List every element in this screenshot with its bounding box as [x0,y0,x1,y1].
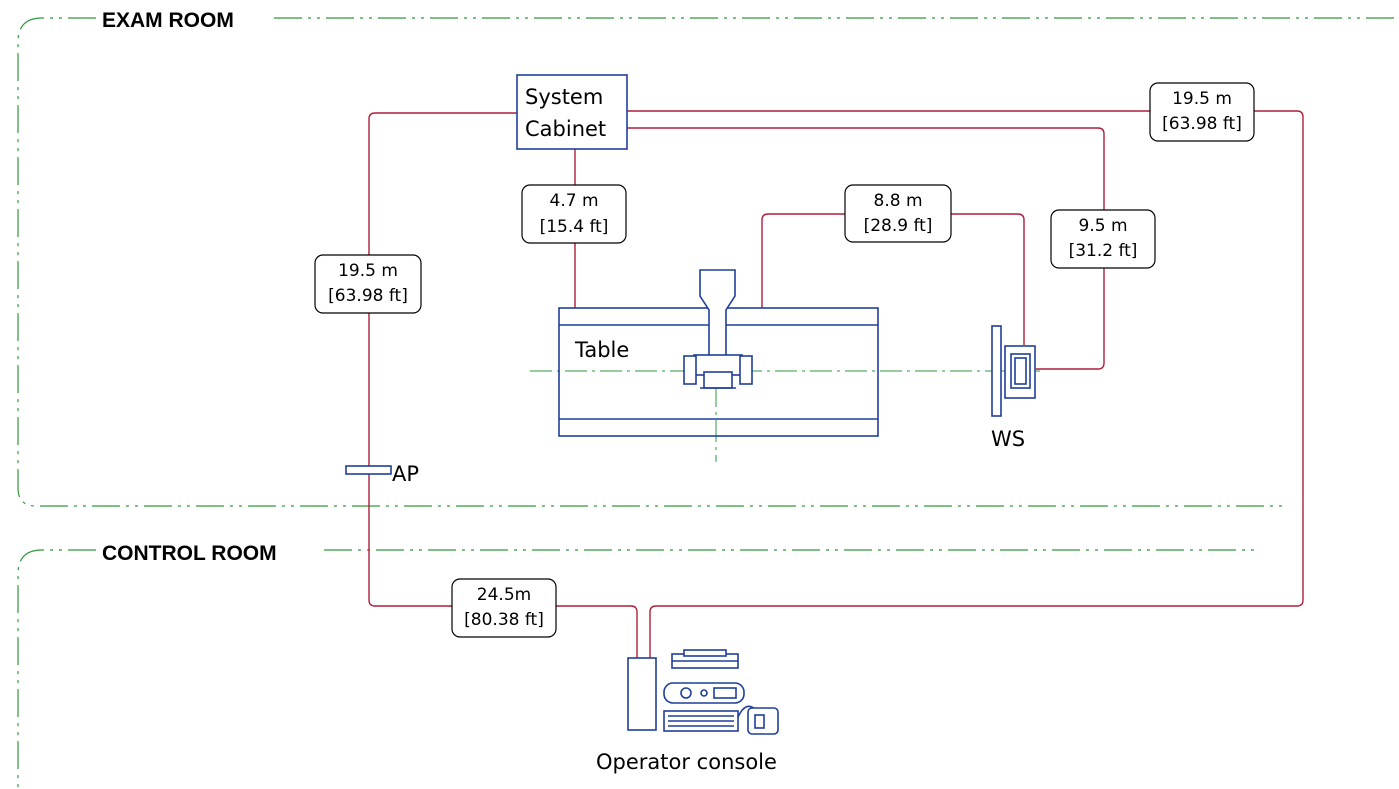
svg-text:[63.98 ft]: [63.98 ft] [328,286,408,306]
control-room-boundary [17,549,1260,789]
svg-text:[80.38 ft]: [80.38 ft] [464,610,544,630]
svg-text:24.5m: 24.5m [477,585,531,605]
control-panel-icon [663,682,745,704]
operator-console: Operator console [596,649,779,774]
svg-text:[63.98 ft]: [63.98 ft] [1162,114,1242,134]
svg-text:[28.9 ft]: [28.9 ft] [864,216,933,236]
svg-text:8.8 m: 8.8 m [874,191,923,211]
svg-text:19.5 m: 19.5 m [1172,89,1232,109]
cable-tag-cabinet-to-console: 19.5 m [63.98 ft] [1149,82,1255,142]
wall-stand-label: WS [991,427,1025,451]
cable-tag-cabinet-to-table: 4.7 m [15.4 ft] [521,184,627,244]
svg-text:4.7 m: 4.7 m [550,191,599,211]
svg-text:19.5 m: 19.5 m [338,261,398,281]
svg-text:9.5 m: 9.5 m [1079,216,1128,236]
access-point-label: AP [392,462,419,486]
svg-text:[31.2 ft]: [31.2 ft] [1069,241,1138,261]
system-cabinet: System Cabinet [516,74,628,150]
svg-text:[15.4 ft]: [15.4 ft] [540,217,609,237]
monitor-icon [671,649,739,669]
keyboard-icon [663,710,739,732]
cable-tag-cabinet-to-ws: 9.5 m [31.2 ft] [1050,209,1156,269]
wall-stand: WS [991,325,1036,451]
table-label: Table [574,338,629,362]
cable-tag-cabinet-to-ap: 19.5 m [63.98 ft] [314,254,422,314]
exam-room-boundary [17,17,1399,507]
tube-column-icon [683,269,753,389]
cable-tag-table-to-ws: 8.8 m [28.9 ft] [844,184,952,243]
cabinet-label-line2: Cabinet [525,117,606,141]
cable-tag-ap-to-console: 24.5m [80.38 ft] [451,578,557,638]
control-room-title: CONTROL ROOM [102,542,277,565]
exam-room-title: EXAM ROOM [102,9,234,32]
access-point: AP [345,462,419,486]
mouse-icon [737,705,779,735]
cable-routes [368,110,1304,658]
patient-table: Table [558,269,879,437]
operator-console-label: Operator console [596,750,777,774]
cabinet-label-line1: System [525,85,603,109]
